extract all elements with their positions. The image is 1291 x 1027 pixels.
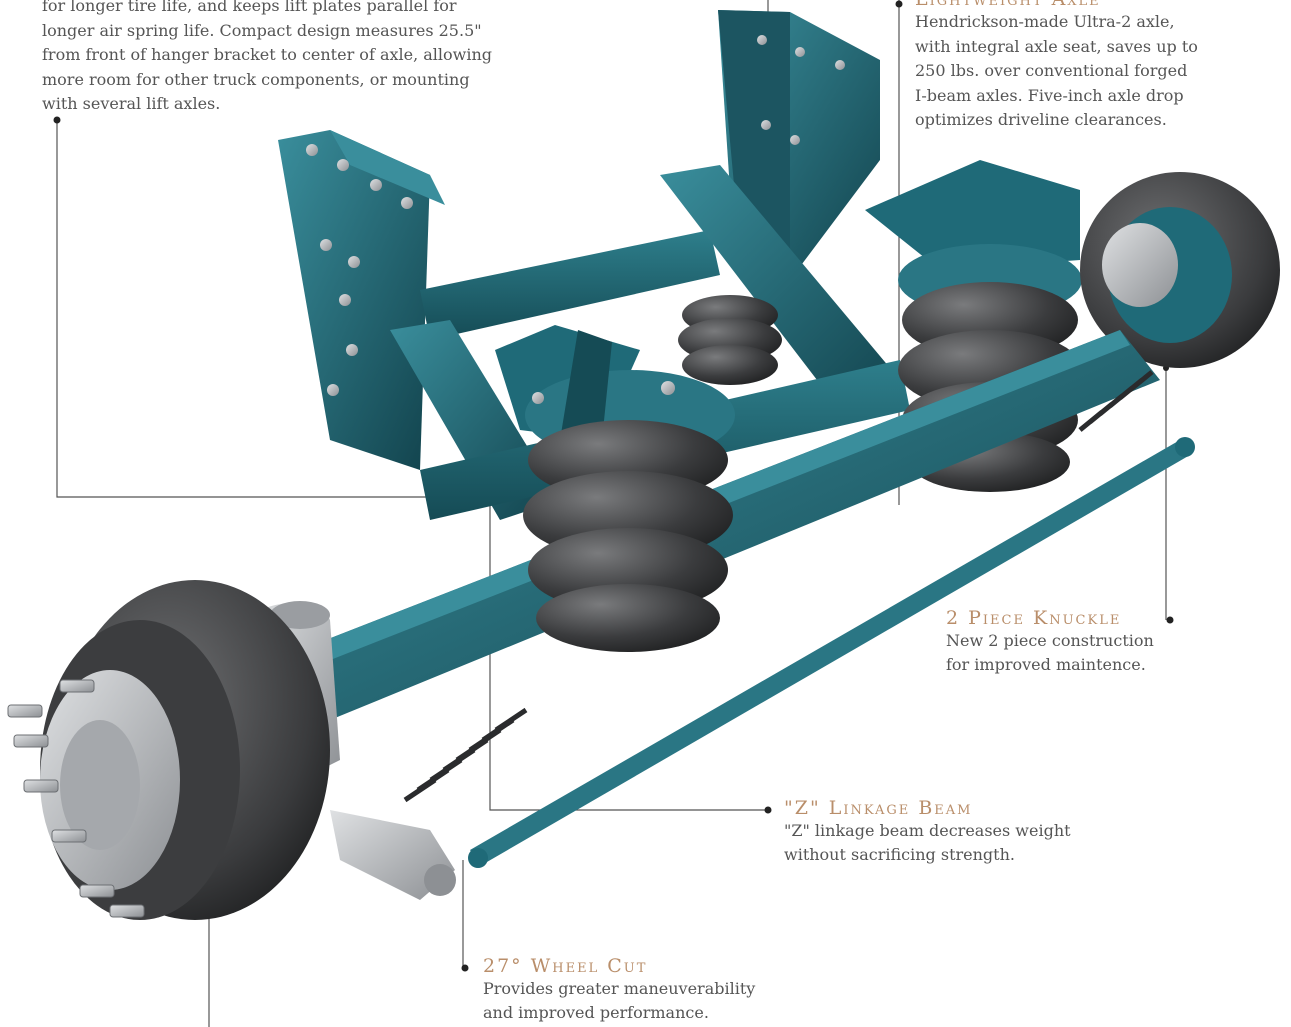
callout-body: Provides greater maneuverability and imp…: [483, 979, 756, 1022]
callout-body: for longer tire life, and keeps lift pla…: [42, 0, 493, 113]
callout-title: 2 Piece Knuckle: [946, 607, 1122, 629]
hanger-bracket-left: [278, 130, 445, 470]
air-spring-left: [495, 325, 735, 652]
coil-spring-right: [1078, 370, 1154, 432]
callout-title: Lightweight Axle: [915, 0, 1275, 10]
callout-air-spring-geometry: for longer tire life, and keeps lift pla…: [42, 0, 602, 117]
callout-z-linkage-beam: "Z" Linkage Beam "Z" linkage beam decrea…: [784, 797, 1204, 867]
brake-drum-left: [7, 580, 330, 920]
callout-body: "Z" linkage beam decreases weight withou…: [784, 821, 1071, 864]
callout-2-piece-knuckle: 2 Piece Knuckle New 2 piece construction…: [946, 607, 1266, 677]
leader-top-left: [56, 120, 440, 498]
callout-body: Hendrickson-made Ultra-2 axle, with inte…: [915, 12, 1198, 129]
dot-axle: [895, 0, 903, 8]
dot-knuckle: [1166, 616, 1174, 624]
dot-wheelcut: [461, 964, 469, 972]
coil-spring-left: [403, 707, 528, 803]
callout-title: 27° Wheel Cut: [483, 955, 648, 977]
callout-27-wheel-cut: 27° Wheel Cut Provides greater maneuvera…: [483, 955, 843, 1025]
air-spring-right: [865, 160, 1082, 492]
dot-top-left: [53, 116, 61, 124]
callout-title: "Z" Linkage Beam: [784, 797, 973, 819]
rear-air-spring: [678, 295, 782, 385]
tie-rod: [468, 437, 1195, 868]
callout-body: New 2 piece construction for improved ma…: [946, 631, 1154, 674]
brake-drum-right: [1080, 172, 1280, 368]
dot-zlink: [764, 806, 772, 814]
callout-lightweight-axle: Lightweight Axle Hendrickson-made Ultra-…: [915, 0, 1275, 133]
